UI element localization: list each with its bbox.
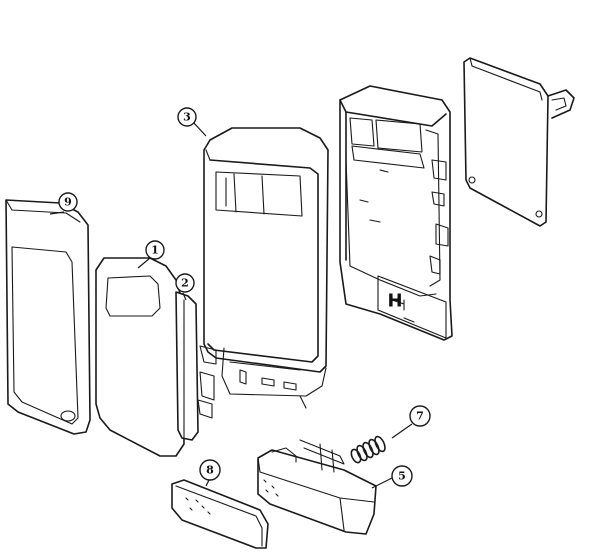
svg-text:8: 8 xyxy=(206,464,214,477)
board-letter: H xyxy=(387,291,402,312)
part-5-button xyxy=(257,439,377,535)
callout-3: 3 xyxy=(177,107,197,127)
part-8-badge xyxy=(171,479,269,549)
back-cover-plate xyxy=(463,57,575,227)
callout-9: 9 xyxy=(58,192,78,212)
leader-7 xyxy=(391,423,413,439)
leader-2 xyxy=(182,292,187,301)
callout-5: 5 xyxy=(391,465,413,487)
callout-2: 2 xyxy=(175,273,195,293)
part-7-spring xyxy=(350,435,386,464)
circuit-board-assembly xyxy=(339,85,453,341)
callout-7: 7 xyxy=(409,405,431,427)
svg-text:1: 1 xyxy=(151,244,159,257)
leader-8 xyxy=(205,479,210,487)
part-3-housing xyxy=(197,127,329,419)
svg-text:2: 2 xyxy=(181,277,189,290)
svg-text:3: 3 xyxy=(183,111,191,124)
part-9-frame xyxy=(5,199,91,435)
leader-5 xyxy=(371,477,393,489)
leader-1 xyxy=(137,257,151,269)
part-2-spacer xyxy=(175,291,199,441)
svg-text:7: 7 xyxy=(416,410,424,423)
leader-3 xyxy=(192,121,207,137)
svg-text:5: 5 xyxy=(398,470,406,483)
callout-1: 1 xyxy=(145,240,165,260)
callout-8: 8 xyxy=(199,459,221,481)
svg-text:9: 9 xyxy=(64,196,72,209)
part-1-front-panel xyxy=(95,257,185,457)
leader-9 xyxy=(49,211,65,215)
